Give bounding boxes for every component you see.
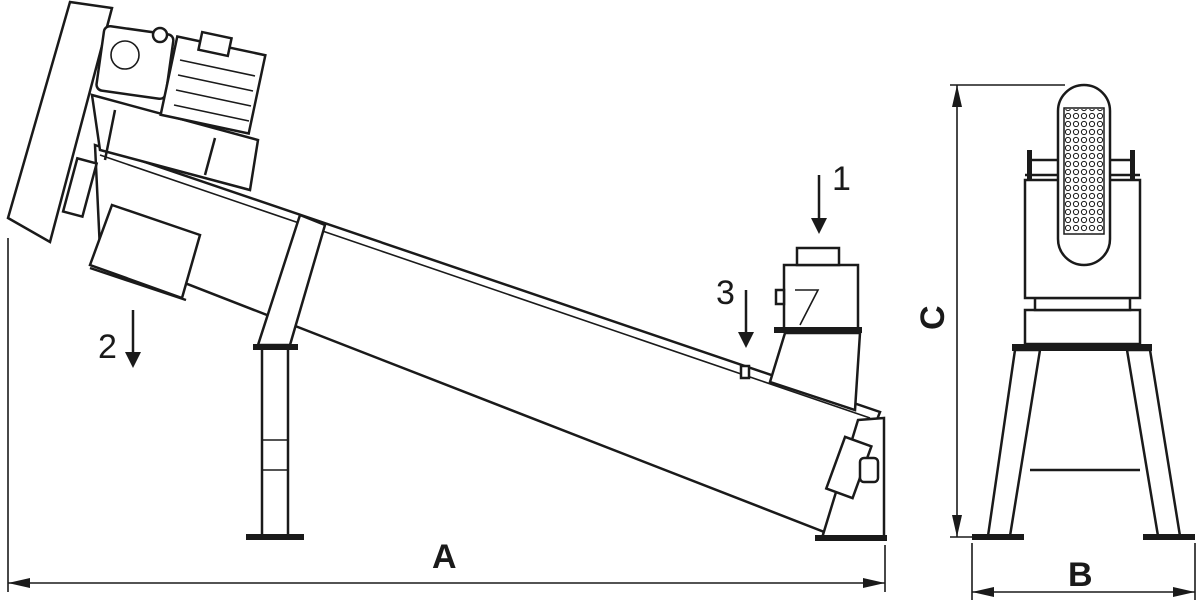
- label-outlet: 2: [98, 328, 117, 366]
- front-view: [972, 83, 1195, 540]
- conveyor-tube: [93, 143, 882, 537]
- inlet-hopper: [739, 246, 862, 412]
- motor-mount: [90, 93, 260, 192]
- dimension-lines: [7, 84, 1196, 600]
- end-support: [815, 416, 887, 541]
- drive-plate: [6, 0, 114, 244]
- dimension-b-label: B: [1068, 556, 1093, 594]
- side-view: [6, 0, 887, 541]
- flow-arrows: [125, 175, 827, 368]
- label-inlet: 1: [832, 160, 851, 198]
- label-wash: 3: [716, 274, 735, 312]
- motor: [95, 24, 267, 135]
- dimension-a-label: A: [432, 538, 457, 576]
- dimension-c-label: C: [914, 305, 952, 330]
- support-leg: [246, 213, 327, 540]
